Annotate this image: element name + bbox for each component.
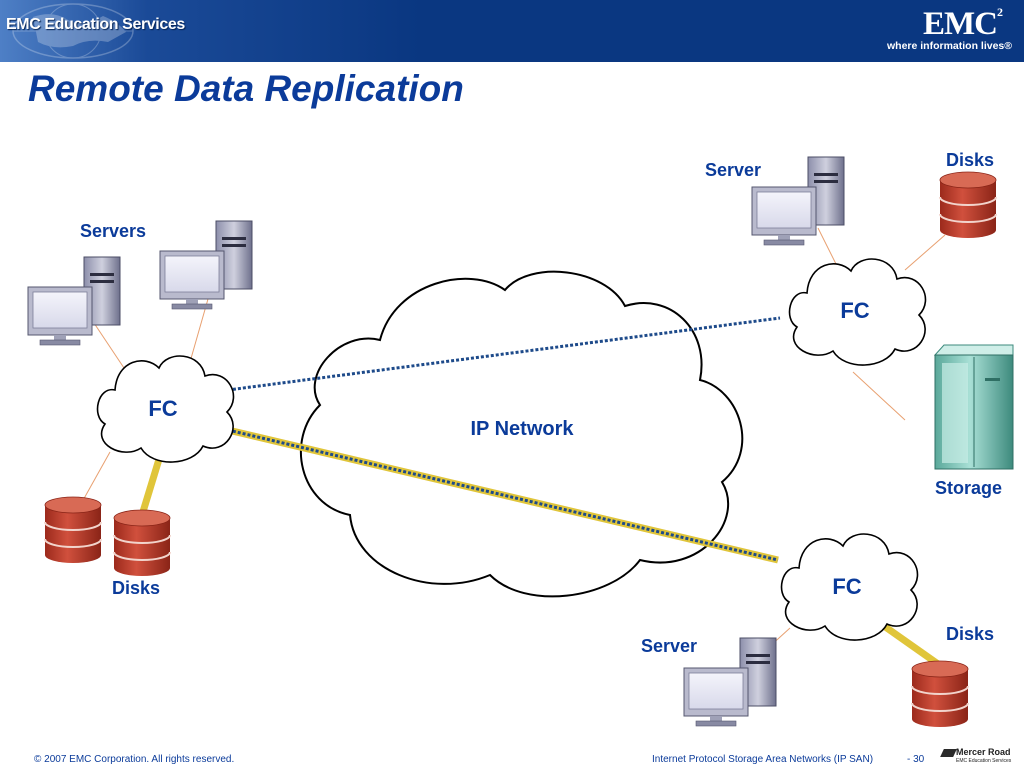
- emc-tagline: where information lives®: [886, 40, 1012, 52]
- emc-logo: EMC2: [923, 5, 1003, 43]
- link-fc-bottom-disk: [881, 623, 941, 667]
- server-icon-left-1: [27, 256, 121, 346]
- link-server1-fc-left: [91, 319, 125, 369]
- link-server2-fc-left: [189, 291, 211, 363]
- disk-icon-bottom-right: [911, 660, 969, 728]
- disk-icon-left-2: [113, 509, 171, 577]
- label-disks-top-right: Disks: [946, 150, 994, 170]
- mercer-road-logo-text: Mercer Road: [956, 747, 1011, 757]
- slide-title: Remote Data Replication: [28, 68, 464, 109]
- disk-icon-left-1: [44, 496, 102, 564]
- label-server-bottom-right: Server: [641, 636, 697, 656]
- footer-course-title: Internet Protocol Storage Area Networks …: [652, 754, 874, 765]
- ip-link-to-bottom-site: [227, 428, 779, 562]
- label-storage: Storage: [935, 478, 1002, 498]
- label-servers-left: Servers: [80, 221, 146, 241]
- ip-link-to-top-site: [227, 316, 781, 392]
- label-server-top-right: Server: [705, 160, 761, 180]
- header-banner: EMC Education Services EMC2 where inform…: [0, 0, 1024, 62]
- footer-copyright: © 2007 EMC Corporation. All rights reser…: [34, 754, 235, 765]
- emc-logo-text: EMC: [923, 6, 998, 42]
- globe-icon: [12, 3, 134, 59]
- server-icon-left-2: [159, 220, 253, 310]
- banner-glow: [0, 0, 420, 62]
- label-fc-bottom-right: FC: [832, 574, 861, 599]
- label-disks-left: Disks: [112, 578, 160, 598]
- link-fc-top-storage: [852, 371, 906, 421]
- education-services-logo: EMC Education Services: [6, 16, 185, 33]
- mercer-road-logo-subtext: EMC Education Services: [956, 758, 1012, 764]
- storage-array-icon: [933, 344, 1014, 470]
- disk-icon-top-right: [939, 171, 997, 239]
- footer-page-number: - 30: [907, 754, 925, 765]
- link-server-fc-top: [817, 227, 839, 269]
- label-fc-left: FC: [148, 396, 177, 421]
- label-fc-top-right: FC: [840, 298, 869, 323]
- label-disks-bottom-right: Disks: [946, 624, 994, 644]
- server-icon-bottom-right: [683, 637, 777, 727]
- mercer-road-swoosh-icon: [940, 749, 957, 757]
- label-ip-network: IP Network: [471, 418, 575, 440]
- emc-logo-superscript: 2: [997, 5, 1003, 19]
- mercer-road-logo: Mercer Road EMC Education Services: [940, 747, 1018, 766]
- link-fc-left-disk2: [138, 454, 164, 517]
- server-icon-top-right: [751, 156, 845, 246]
- link-fc-top-disk: [904, 234, 946, 271]
